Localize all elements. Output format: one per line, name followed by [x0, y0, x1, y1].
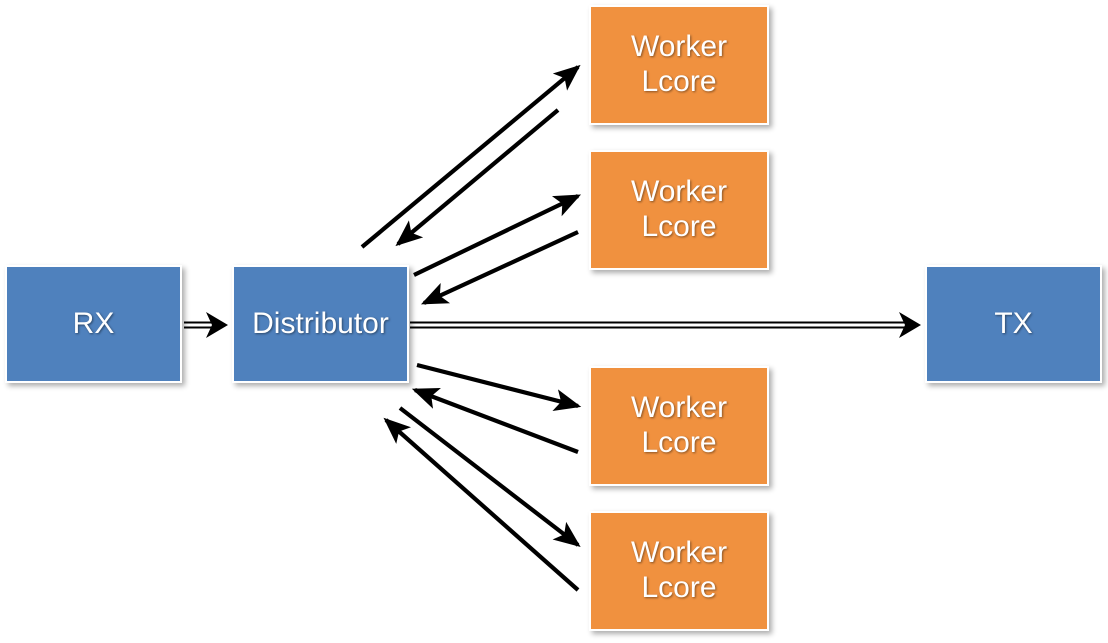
connector-distributor-to-worker-2 [413, 194, 582, 277]
node-distributor[interactable]: Distributor [232, 265, 409, 383]
connector-worker-3-to-distributor [411, 387, 579, 454]
node-worker-lcore-4[interactable]: Worker Lcore [589, 511, 769, 631]
node-rx-label: RX [72, 306, 115, 340]
node-tx[interactable]: TX [925, 265, 1102, 383]
connector-worker-4-to-distributor [383, 417, 580, 592]
node-tx-label: TX [994, 306, 1033, 340]
node-worker-lcore-3-label: Worker Lcore [630, 391, 728, 459]
connector-arrowhead [899, 312, 921, 338]
connector-arrowhead [206, 312, 228, 338]
node-worker-lcore-1[interactable]: Worker Lcore [589, 5, 769, 125]
node-worker-lcore-3[interactable]: Worker Lcore [589, 366, 769, 486]
connector-distributor-to-worker-1 [360, 64, 581, 249]
connector-worker-2-to-distributor [420, 230, 579, 305]
node-worker-lcore-2-label: Worker Lcore [630, 175, 728, 243]
node-worker-lcore-1-label: Worker Lcore [630, 30, 728, 98]
connector-distributor-to-worker-3 [416, 362, 582, 411]
connector-distributor-to-worker-4 [398, 406, 581, 548]
node-distributor-label: Distributor [252, 306, 389, 340]
connector-worker-1-to-distributor [395, 108, 560, 247]
node-rx[interactable]: RX [5, 265, 182, 383]
node-worker-lcore-4-label: Worker Lcore [630, 536, 728, 604]
node-worker-lcore-2[interactable]: Worker Lcore [589, 150, 769, 270]
